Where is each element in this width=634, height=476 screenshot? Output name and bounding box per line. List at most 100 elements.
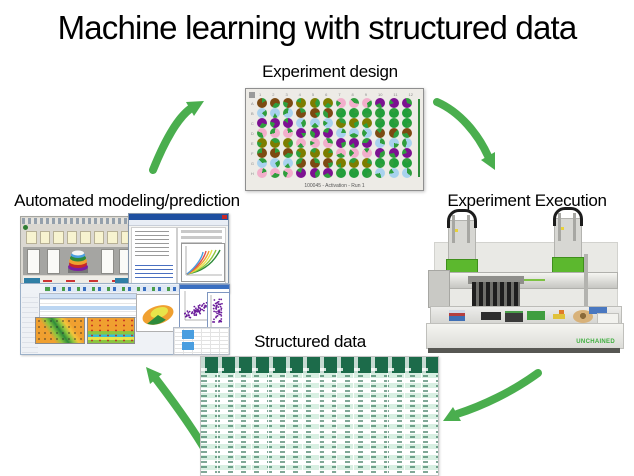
plate-well	[375, 128, 386, 138]
arrow-data-to-modeling-icon	[146, 367, 211, 457]
plate-well	[296, 138, 307, 148]
plate-well	[362, 98, 373, 108]
plate-col-label: 11	[393, 92, 398, 97]
plate-well	[375, 148, 386, 158]
window-titlebar	[129, 214, 228, 220]
plate-well	[256, 158, 267, 168]
plate-well	[349, 98, 360, 108]
label-experiment-design: Experiment design	[262, 62, 398, 81]
plate-well	[349, 148, 360, 158]
plate-well	[256, 98, 267, 108]
plate-col-label: 7	[338, 92, 341, 97]
plate-well	[335, 118, 346, 128]
plate-well	[401, 108, 412, 118]
cable-loop	[447, 209, 477, 228]
plate-well	[322, 138, 333, 148]
plate-col-label: 5	[311, 92, 315, 97]
curve-fan-plot	[181, 243, 225, 282]
pipette-heads	[472, 282, 520, 307]
mini-3d-chart	[68, 250, 88, 273]
plate-well	[269, 118, 280, 128]
plate-well	[309, 138, 320, 148]
plate-well	[349, 158, 360, 168]
tip-box-stack	[449, 310, 465, 321]
plate-well	[283, 138, 294, 148]
plate-well	[283, 148, 294, 158]
plate-col-label: 8	[351, 92, 354, 97]
plate-row: H	[248, 168, 415, 178]
plate-well	[309, 148, 320, 158]
plate-col-label: 6	[325, 92, 328, 97]
plate-col-label: 12	[408, 92, 413, 97]
microplate-dark	[481, 312, 501, 320]
plate-well	[296, 158, 307, 168]
plate-well	[296, 118, 307, 128]
plate-row: E	[248, 138, 415, 148]
plate-well	[269, 108, 280, 118]
modeling-window-config	[128, 213, 229, 293]
plate-well	[296, 168, 307, 178]
plate-well	[401, 98, 412, 108]
plate-well	[309, 108, 320, 118]
plate-well	[256, 148, 267, 158]
plate-well	[283, 158, 294, 168]
arrow-execution-to-data-icon	[443, 369, 542, 421]
plate-col-label: 10	[377, 92, 383, 97]
plate-well	[322, 118, 333, 128]
table-body	[201, 373, 438, 475]
arrow-modeling-to-design-icon	[149, 101, 204, 174]
plate-well	[296, 148, 307, 158]
plate-well	[349, 168, 360, 178]
plate-well	[401, 158, 412, 168]
plate-well	[296, 128, 307, 138]
plate-col-label: 1	[259, 92, 262, 97]
row-header-strip	[22, 293, 38, 353]
plate-well	[335, 168, 346, 178]
workflow-canvas	[23, 247, 134, 275]
plate-well	[256, 168, 267, 178]
plate-well	[362, 108, 373, 118]
plate-well	[309, 128, 320, 138]
plate-well	[335, 98, 346, 108]
plate-well	[269, 128, 280, 138]
plate-well	[256, 138, 267, 148]
plate-well	[388, 138, 399, 148]
plate-well	[283, 108, 294, 118]
plate-row: A	[248, 98, 415, 108]
plate-well	[309, 168, 320, 178]
plate-well	[388, 128, 399, 138]
plate-well	[296, 98, 307, 108]
plate-row-label: B	[251, 110, 254, 116]
plate-scrollbar	[418, 99, 420, 177]
plate-well	[349, 138, 360, 148]
plate-well	[401, 168, 412, 178]
plate-row: D	[248, 128, 415, 138]
plate-well	[256, 108, 267, 118]
microplate-dark	[505, 311, 523, 322]
plate-well	[362, 118, 373, 128]
plate-well	[269, 138, 280, 148]
plate-well	[296, 108, 307, 118]
pipette-mount	[468, 276, 524, 284]
plate-well	[375, 168, 386, 178]
plate-row-label: E	[251, 140, 254, 146]
plate-row-label: G	[250, 160, 254, 166]
plate-well	[401, 148, 412, 158]
plate-well	[322, 158, 333, 168]
plate-well	[388, 158, 399, 168]
plate-col-label: 2	[272, 92, 275, 97]
plate-row: B	[248, 108, 415, 118]
results-table	[173, 327, 230, 355]
menu-bar	[129, 220, 228, 226]
plate-well	[349, 118, 360, 128]
plate-row-label: D	[250, 130, 254, 136]
plate-caption: 100045 - Activation - Run 1	[304, 183, 365, 189]
plate-well	[269, 148, 280, 158]
plate-well	[335, 138, 346, 148]
plate-well	[309, 98, 320, 108]
plate-well	[283, 168, 294, 178]
table-header	[201, 357, 438, 373]
plate-well	[362, 168, 373, 178]
